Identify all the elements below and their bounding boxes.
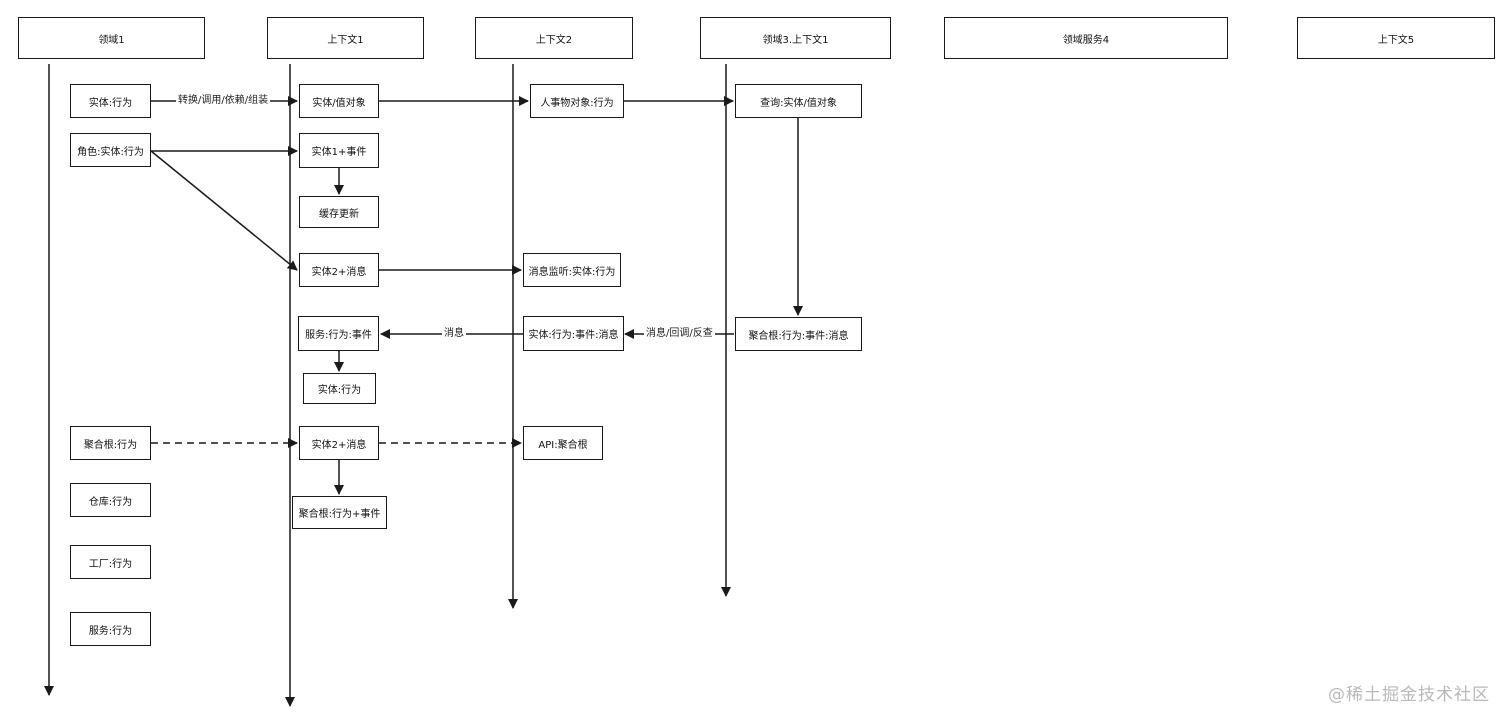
header-ctx2: 上下文2 [475,17,633,59]
node-c2-listener: 消息监听:实体:行为 [523,253,621,287]
node-d1-factory: 工厂:行为 [70,545,151,579]
node-d1-agg: 聚合根:行为 [70,426,151,460]
header-domain3-ctx1: 领域3.上下文1 [700,17,891,59]
node-d1-service: 服务:行为 [70,612,151,646]
edge-label-message: 消息 [442,328,466,340]
header-ctx1: 上下文1 [267,17,424,59]
edge-role-to-entity2-msg [150,150,298,271]
node-d3-agg: 聚合根:行为:事件:消息 [735,317,862,351]
header-service4: 领域服务4 [944,17,1228,59]
node-c2-person: 人事物对象:行为 [530,84,624,118]
header-ctx5: 上下文5 [1297,17,1495,59]
header-domain1: 领域1 [18,17,205,59]
edge-label-convert: 转换/调用/依赖/组装 [176,95,271,107]
node-d3-query: 查询:实体/值对象 [735,84,862,118]
node-d1-role: 角色:实体:行为 [70,133,151,167]
node-c1-entity2-msg-b: 实体2+消息 [299,426,379,460]
edge-label-msg-callback: 消息/回调/反查 [644,328,715,340]
node-c1-entity2-msg-a: 实体2+消息 [299,253,379,287]
node-c1-service-event: 服务:行为:事件 [298,316,379,351]
watermark: @稀土掘金技术社区 [1328,685,1490,705]
node-c1-cache: 缓存更新 [299,196,379,228]
node-c2-entity-event-msg: 实体:行为:事件:消息 [523,316,624,351]
node-c1-agg-event: 聚合根:行为+事件 [292,496,387,529]
node-d1-repo: 仓库:行为 [70,483,151,517]
node-c1-entity1-event: 实体1+事件 [299,133,379,168]
node-c2-api: API:聚合根 [523,426,603,460]
node-c1-entity-vo: 实体/值对象 [299,84,379,118]
node-c1-entity-behavior: 实体:行为 [303,373,376,404]
node-d1-entity: 实体:行为 [70,84,151,118]
